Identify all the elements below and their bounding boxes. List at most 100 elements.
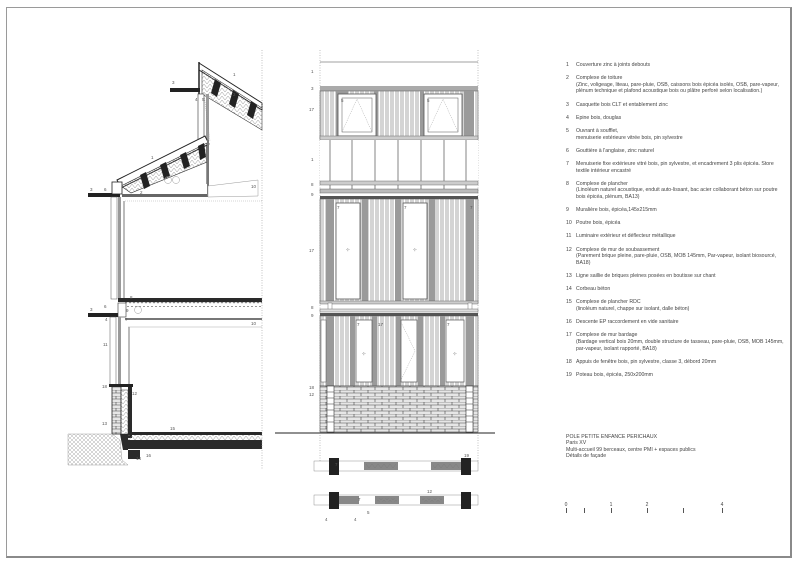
legend-item-title: Complexe de mur de soubassement xyxy=(576,246,660,253)
svg-text:3: 3 xyxy=(172,80,175,85)
svg-text:8: 8 xyxy=(311,305,314,310)
svg-text:5: 5 xyxy=(202,97,205,102)
legend-item-number: 17 xyxy=(566,332,572,339)
legend-item-text: Luminaire extérieur et déflecteur métall… xyxy=(576,233,786,240)
scale-label: 0 xyxy=(564,502,568,508)
svg-text:7: 7 xyxy=(404,205,407,210)
svg-text:1: 1 xyxy=(151,155,154,160)
legend-item-text: Complexe de plancher RDC(linoléum nature… xyxy=(576,299,786,312)
legend-item-number: 11 xyxy=(566,233,572,240)
svg-text:18: 18 xyxy=(102,384,108,389)
svg-text:10: 10 xyxy=(251,184,257,189)
legend-item-number: 18 xyxy=(566,358,572,365)
legend-item-text: Descente EP raccordement en vide sanitai… xyxy=(576,319,786,326)
legend-item-title: Poutre bois, épicéa xyxy=(576,220,621,227)
svg-text:10: 10 xyxy=(251,321,257,326)
svg-text:9: 9 xyxy=(126,308,129,313)
sheet-title: Détails de façade xyxy=(566,453,607,460)
svg-text:7: 7 xyxy=(337,205,340,210)
legend-item: 9 Muralière bois, épicéa,145x215mm xyxy=(566,207,786,214)
legend-item-number: 4 xyxy=(566,114,569,121)
legend-item-number: 8 xyxy=(566,180,569,187)
legend-item-text: Complexe de mur de soubassement(Parement… xyxy=(576,247,786,267)
legend-item-title: Appuis de fenêtre bois, pin sylvestre, c… xyxy=(576,358,717,365)
svg-text:7: 7 xyxy=(470,205,473,210)
legend-item: 11 Luminaire extérieur et déflecteur méta… xyxy=(566,233,786,240)
legend-item-text: Gouttière à l'anglaise, zinc naturel xyxy=(576,148,786,155)
legend-item-text: Casquette bois CLT et entablement zinc xyxy=(576,102,786,109)
legend-item-number: 5 xyxy=(566,127,569,134)
legend-item: 6 Gouttière à l'anglaise, zinc naturel xyxy=(566,148,786,155)
legend-item-title: Complexe de mur bardage xyxy=(576,332,638,339)
scale-label: 2 xyxy=(645,502,649,508)
legend-item-detail: (Bardage vertical bois 20mm, double stru… xyxy=(576,338,784,352)
svg-text:5: 5 xyxy=(341,98,344,103)
legend-item: 8 Complexe de plancher(Linoléum naturel a… xyxy=(566,181,786,201)
svg-text:4: 4 xyxy=(105,317,108,322)
scale-tick xyxy=(566,508,567,513)
facade-elevation: ⊹ ⊹ ⊹ ⊹ xyxy=(275,50,495,465)
svg-text:3: 3 xyxy=(90,187,93,192)
svg-text:9: 9 xyxy=(311,192,314,197)
svg-text:8: 8 xyxy=(311,182,314,187)
legend-item-number: 9 xyxy=(566,207,569,214)
svg-text:1: 1 xyxy=(233,72,236,77)
legend-item-detail: (linoléum naturel, chappe sur isolant, d… xyxy=(576,305,690,312)
svg-text:7: 7 xyxy=(358,497,361,502)
svg-text:6: 6 xyxy=(104,187,107,192)
project-location: Paris XV xyxy=(566,440,587,447)
svg-text:4: 4 xyxy=(325,517,328,522)
svg-text:1: 1 xyxy=(311,157,314,162)
legend-item-title: Muralière bois, épicéa,145x215mm xyxy=(576,207,657,214)
legend-item-text: Appuis de fenêtre bois, pin sylvestre, c… xyxy=(576,359,786,366)
legend-item-title: Casquette bois CLT et entablement zinc xyxy=(576,101,668,108)
plan-details: 7 19 7 12 4 4 5 xyxy=(313,453,479,522)
svg-text:11: 11 xyxy=(103,342,108,347)
legend-item-detail: (Linoléum naturel acoustique, enduit aut… xyxy=(576,187,778,200)
legend-item-number: 6 xyxy=(566,147,569,154)
svg-text:9: 9 xyxy=(311,313,314,318)
legend-item-text: Poutre bois, épicéa xyxy=(576,220,786,227)
svg-text:13: 13 xyxy=(102,421,108,426)
legend-item-number: 16 xyxy=(566,319,572,326)
svg-text:7: 7 xyxy=(125,317,128,322)
legend-item-detail: menuiserie extérieure vitrée bois, pin s… xyxy=(576,134,683,141)
svg-text:1: 1 xyxy=(311,69,314,74)
svg-text:5: 5 xyxy=(427,98,430,103)
svg-text:4: 4 xyxy=(195,97,198,102)
svg-text:12: 12 xyxy=(309,392,315,397)
legend-item-text: Poteau bois, épicéa, 250x200mm xyxy=(576,372,786,379)
legend-item: 5 Ouvrant à soufflet,menuiserie extérieur… xyxy=(566,128,786,141)
legend-item-title: Menuiserie fixe extérieure vitré bois, p… xyxy=(576,160,774,174)
legend-item-text: Muralière bois, épicéa,145x215mm xyxy=(576,207,786,214)
svg-text:17: 17 xyxy=(309,107,315,112)
legend-item-title: Complexe de plancher xyxy=(576,180,628,187)
legend-item-detail: (Zinc, voligeage, liteau, pare-pluie, OS… xyxy=(576,81,779,95)
svg-text:5: 5 xyxy=(367,510,370,515)
svg-text:4: 4 xyxy=(354,517,357,522)
legend-item-title: Ouvrant à soufflet, xyxy=(576,127,619,134)
legend-item-title: Gouttière à l'anglaise, zinc naturel xyxy=(576,147,654,154)
legend-item-detail: (Parement brique pleine, pare-pluie, OSB… xyxy=(576,253,777,266)
sheet-frame xyxy=(6,7,792,558)
scale-label: 1 xyxy=(609,502,613,508)
svg-text:12: 12 xyxy=(427,489,433,494)
legend-item-title: Luminaire extérieur et déflecteur métall… xyxy=(576,233,676,240)
legend-item: 18 Appuis de fenêtre bois, pin sylvestre,… xyxy=(566,359,786,366)
svg-text:15: 15 xyxy=(170,426,176,431)
legend-item: 16 Descente EP raccordement en vide sanit… xyxy=(566,319,786,326)
legend-item-title: Complexe de plancher RDC xyxy=(576,299,641,306)
scale-tick xyxy=(683,508,684,513)
